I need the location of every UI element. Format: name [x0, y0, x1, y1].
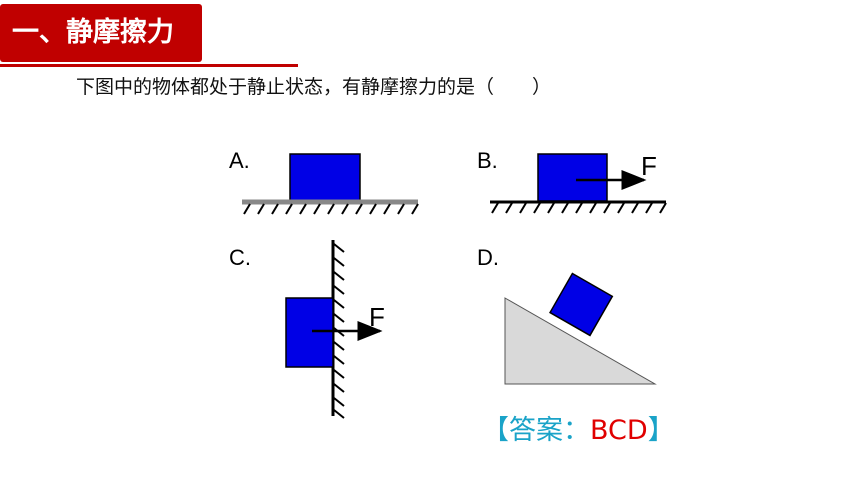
answer-suffix: 】	[647, 415, 675, 446]
option-c-wall-hatch	[333, 243, 345, 419]
option-c-force-label: F	[369, 302, 385, 332]
option-b-ground-hatch	[491, 202, 667, 214]
option-a-ground-hatch	[243, 203, 419, 215]
option-a-figure: A.	[229, 148, 419, 215]
option-b-force-label: F	[641, 151, 657, 181]
option-a-block	[289, 153, 361, 202]
option-b-figure: B. F	[477, 148, 667, 214]
option-d-incline	[504, 297, 657, 385]
option-c-block	[285, 297, 334, 368]
option-b-block	[537, 153, 608, 202]
section-title: 一、静摩擦力	[0, 4, 202, 62]
option-c-label: C.	[229, 245, 251, 270]
option-a-label: A.	[229, 148, 250, 173]
title-underline	[0, 64, 298, 67]
option-c-figure: C. F	[229, 240, 385, 419]
answer: 【答案：BCD】	[482, 408, 675, 447]
option-d-figure: D.	[477, 245, 657, 385]
question-text: 下图中的物体都处于静止状态，有静摩擦力的是（ ）	[76, 76, 552, 98]
option-d-label: D.	[477, 245, 499, 270]
option-b-label: B.	[477, 148, 498, 173]
answer-prefix: 【答案：	[482, 415, 590, 446]
option-d-block-square	[549, 272, 614, 337]
answer-letters: BCD	[590, 415, 648, 446]
